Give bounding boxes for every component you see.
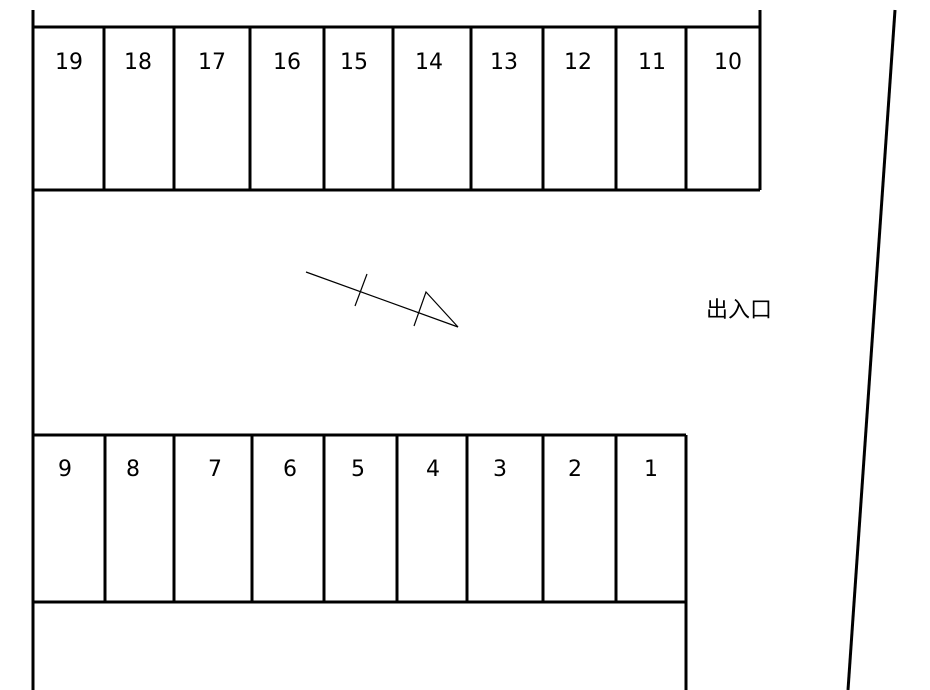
space-number-11: 11 — [638, 50, 666, 75]
space-number-4: 4 — [426, 457, 440, 482]
space-number-19: 19 — [55, 50, 83, 75]
top-row-spaces: 19 18 17 16 15 14 13 12 11 10 — [33, 25, 760, 192]
north-arrow-tick — [354, 273, 368, 307]
space-number-5: 5 — [351, 457, 365, 482]
space-number-7: 7 — [208, 457, 222, 482]
space-number-15: 15 — [340, 50, 368, 75]
lot-boundary — [31, 9, 897, 690]
space-number-2: 2 — [568, 457, 582, 482]
space-number-14: 14 — [415, 50, 443, 75]
space-number-13: 13 — [490, 50, 518, 75]
space-number-17: 17 — [198, 50, 226, 75]
space-number-8: 8 — [126, 457, 140, 482]
road-edge-line — [846, 9, 897, 690]
bottom-row-spaces: 9 8 7 6 5 4 3 2 1 — [33, 433, 686, 604]
north-arrow-head — [413, 290, 459, 328]
space-number-9: 9 — [58, 457, 72, 482]
north-arrow-icon — [305, 271, 459, 328]
entrance-label: 出入口 — [706, 298, 772, 323]
space-number-18: 18 — [124, 50, 152, 75]
space-number-16: 16 — [273, 50, 301, 75]
space-number-1: 1 — [644, 457, 658, 482]
space-number-6: 6 — [283, 457, 297, 482]
space-number-3: 3 — [493, 457, 507, 482]
north-arrow-shaft — [305, 271, 459, 328]
space-number-10: 10 — [714, 50, 742, 75]
space-number-12: 12 — [564, 50, 592, 75]
